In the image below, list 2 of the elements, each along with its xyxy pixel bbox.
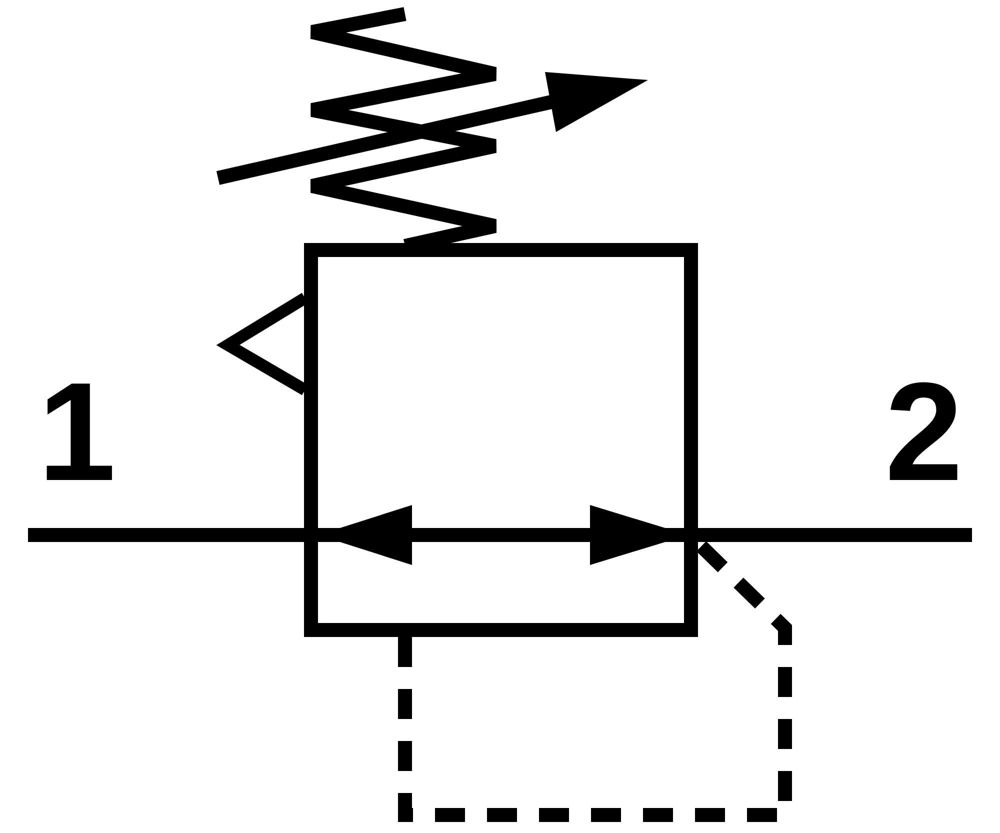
- port-number: 1: [38, 362, 116, 502]
- port-number: 2: [885, 362, 963, 502]
